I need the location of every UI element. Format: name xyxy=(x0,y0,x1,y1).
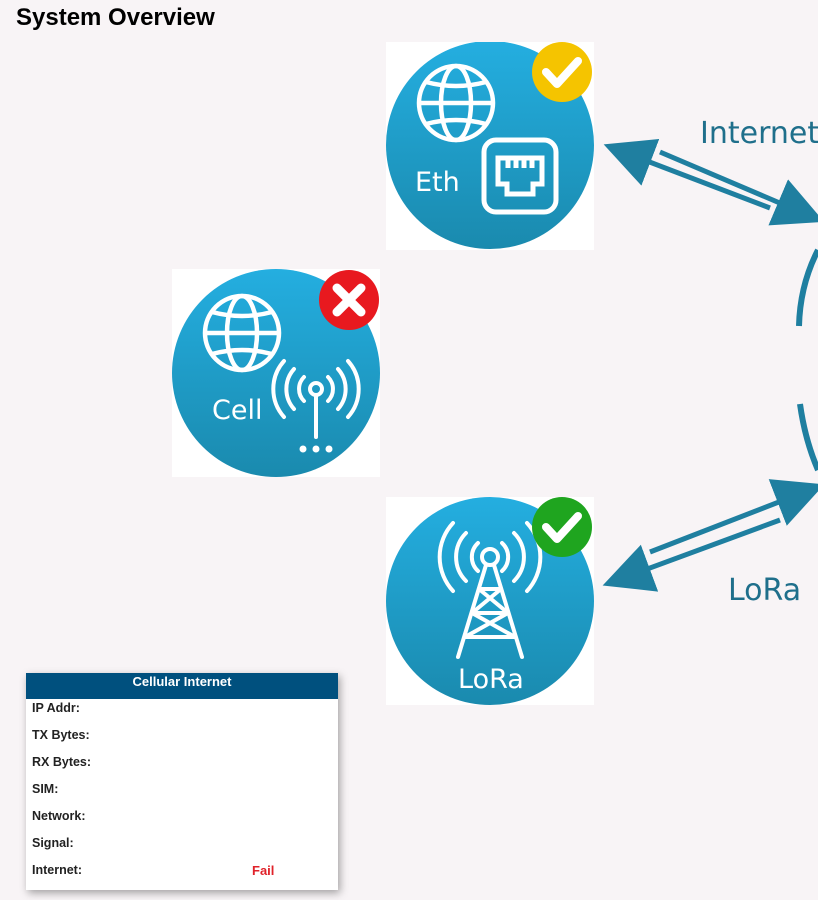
row-label: RX Bytes: xyxy=(32,755,92,769)
antenna-signal-icon xyxy=(271,359,361,453)
row-label: Network: xyxy=(32,809,86,823)
lora-node-label: LoRa xyxy=(458,664,524,695)
internet-status-value: Fail xyxy=(252,863,275,878)
panel-title: Cellular Internet xyxy=(26,673,338,699)
cellular-info-panel: Cellular Internet IP Addr: TX Bytes: RX … xyxy=(26,673,338,890)
gateway-circle-arc-bottom xyxy=(797,403,818,472)
internet-link-arrows xyxy=(603,138,818,226)
panel-row-internet: Internet: Fail xyxy=(26,858,338,885)
panel-row-ip-addr: IP Addr: xyxy=(26,696,338,723)
internet-link-label: Internet xyxy=(700,116,818,151)
lora-link-label: LoRa xyxy=(728,573,802,608)
lora-link-arrows xyxy=(602,479,818,592)
panel-row-network: Network: xyxy=(26,804,338,831)
panel-row-tx-bytes: TX Bytes: xyxy=(26,723,338,750)
page-title: System Overview xyxy=(16,4,215,31)
eth-node[interactable]: Eth xyxy=(386,42,594,250)
row-label: SIM: xyxy=(32,782,59,796)
close-icon xyxy=(319,270,379,330)
globe-icon xyxy=(202,293,282,373)
eth-node-label: Eth xyxy=(415,167,460,198)
row-label: Signal: xyxy=(32,836,74,850)
panel-row-signal: Signal: xyxy=(26,831,338,858)
lora-node[interactable]: LoRa xyxy=(386,497,594,705)
cell-node-label: Cell xyxy=(212,395,263,426)
ethernet-port-icon xyxy=(481,137,559,215)
panel-rows: IP Addr: TX Bytes: RX Bytes: SIM: Networ… xyxy=(26,696,338,885)
check-icon xyxy=(532,497,592,557)
row-label: TX Bytes: xyxy=(32,728,90,742)
check-icon xyxy=(532,42,592,102)
radio-tower-icon xyxy=(437,521,543,659)
gateway-circle-arc-top xyxy=(796,248,818,327)
panel-row-rx-bytes: RX Bytes: xyxy=(26,750,338,777)
cell-node[interactable]: Cell xyxy=(172,269,380,477)
panel-row-sim: SIM: xyxy=(26,777,338,804)
row-label: Internet: xyxy=(32,863,82,877)
row-label: IP Addr: xyxy=(32,701,80,715)
globe-icon xyxy=(416,63,496,143)
